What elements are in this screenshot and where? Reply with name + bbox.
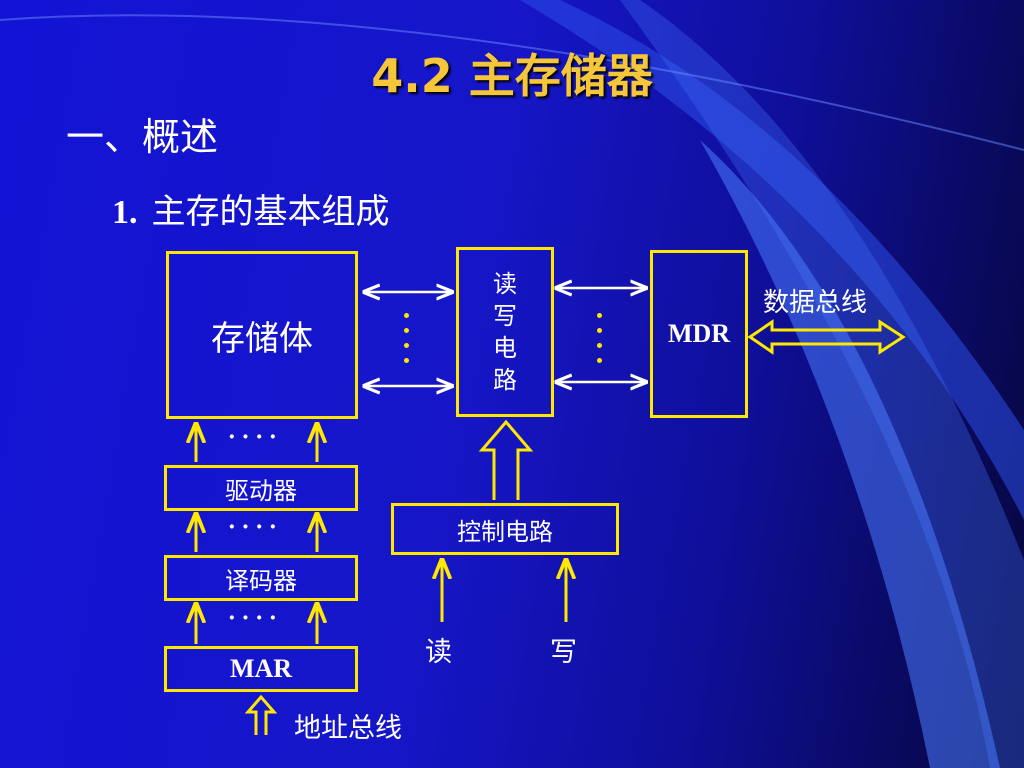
decoder-box: 译码器: [164, 555, 358, 601]
mar-label: MAR: [229, 654, 293, 683]
data-bus-arrow: [747, 319, 906, 355]
page-title: 4.2 主存储器: [371, 49, 653, 103]
rw-char-2: 写: [493, 302, 517, 330]
storage-body-box: 存储体: [166, 251, 358, 419]
write-label: 写: [550, 637, 577, 668]
dots-driver-storage: ····: [228, 424, 283, 450]
control-circuit-box: 控制电路: [391, 503, 619, 555]
subsection-number: 1.: [112, 194, 138, 231]
driver-box: 驱动器: [164, 465, 358, 511]
mdr-box: MDR: [650, 250, 748, 418]
dots-storage-rw: [404, 313, 414, 373]
rw-char-1: 读: [493, 270, 517, 298]
subsection-text: 主存的基本组成: [151, 192, 390, 232]
mar-box: MAR: [164, 646, 358, 692]
rw-char-3: 电: [493, 334, 517, 362]
data-bus-label: 数据总线: [763, 288, 868, 318]
section-heading: 一、概述: [66, 115, 219, 159]
read-label: 读: [425, 637, 452, 668]
subsection-heading: 1. 主存的基本组成: [112, 184, 390, 233]
arrow-control-rw: [478, 419, 534, 500]
rw-circuit-box: 读 写 电 路: [456, 247, 554, 417]
arrow-address-bus-mar: [244, 694, 278, 735]
address-bus-label: 地址总线: [294, 713, 402, 744]
dots-rw-mdr: [597, 313, 607, 373]
mdr-label: MDR: [667, 319, 731, 348]
rw-char-4: 路: [493, 366, 517, 394]
dots-decoder-driver: ····: [228, 514, 283, 540]
dots-mar-decoder: ····: [228, 605, 283, 631]
